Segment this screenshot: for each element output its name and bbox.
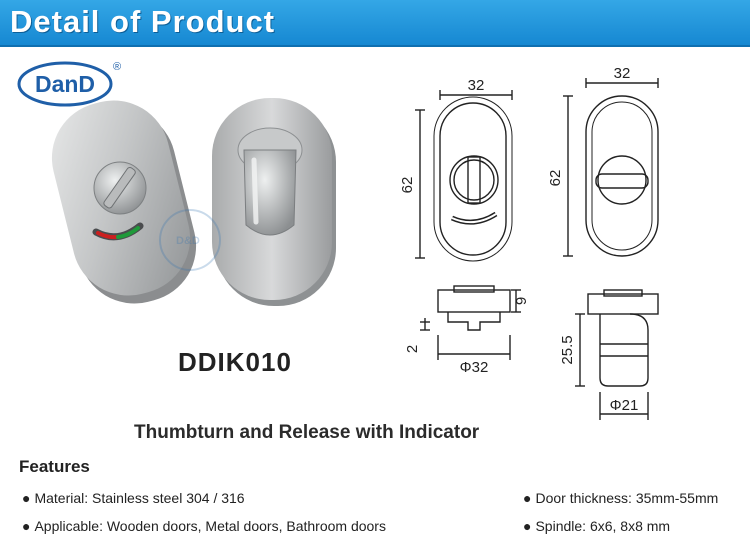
feature-text: Material: Stainless steel 304 / 316	[34, 490, 245, 506]
dand-logo: DanD ®	[17, 61, 121, 107]
banner-title: Detail of Product	[10, 4, 276, 39]
feature-text: Applicable: Wooden doors, Metal doors, B…	[34, 518, 386, 534]
thumbturn-plate	[212, 98, 336, 306]
feature-item: ●Spindle: 6x6, 8x8 mm	[523, 518, 670, 534]
feature-text: Door thickness: 35mm-55mm	[535, 490, 719, 506]
side-view-left	[437, 285, 511, 331]
bullet-icon: ●	[523, 490, 532, 506]
dim-back-width: 32	[614, 65, 631, 82]
dim-side-diameter: Φ32	[460, 359, 489, 376]
watermark: D&D	[159, 209, 221, 271]
dim-side-thickness: 9	[513, 297, 530, 305]
feature-item: ●Applicable: Wooden doors, Metal doors, …	[22, 518, 386, 534]
product-photo: D&D	[51, 98, 336, 306]
dim-thumb-diameter: Φ21	[610, 397, 639, 414]
indicator-plate	[51, 100, 197, 304]
feature-item: ●Material: Stainless steel 304 / 316	[22, 490, 245, 506]
back-view	[585, 95, 659, 257]
technical-drawing: 32 62 32 62 9 2 Φ32 25.5 Φ21	[399, 65, 659, 420]
bullet-icon: ●	[22, 518, 31, 534]
feature-item: ●Door thickness: 35mm-55mm	[523, 490, 718, 506]
product-subtitle: Thumbturn and Release with Indicator	[134, 422, 480, 443]
svg-text:D&D: D&D	[176, 235, 200, 247]
front-view	[433, 96, 513, 262]
bullet-icon: ●	[523, 518, 532, 534]
bullet-icon: ●	[22, 490, 31, 506]
dim-front-width: 32	[468, 77, 485, 94]
dim-side-offset: 2	[404, 345, 421, 353]
dim-thumb-height: 25.5	[559, 335, 576, 364]
side-view-right	[587, 289, 659, 387]
header-banner: Detail of Product	[0, 0, 750, 47]
feature-text: Spindle: 6x6, 8x8 mm	[535, 518, 671, 534]
dim-back-height: 62	[547, 170, 564, 187]
product-model: DDIK010	[178, 347, 292, 377]
features-heading: Features	[19, 457, 90, 476]
dim-front-height: 62	[399, 177, 416, 194]
registered-mark: ®	[113, 61, 121, 73]
logo-text: DanD	[35, 71, 95, 97]
